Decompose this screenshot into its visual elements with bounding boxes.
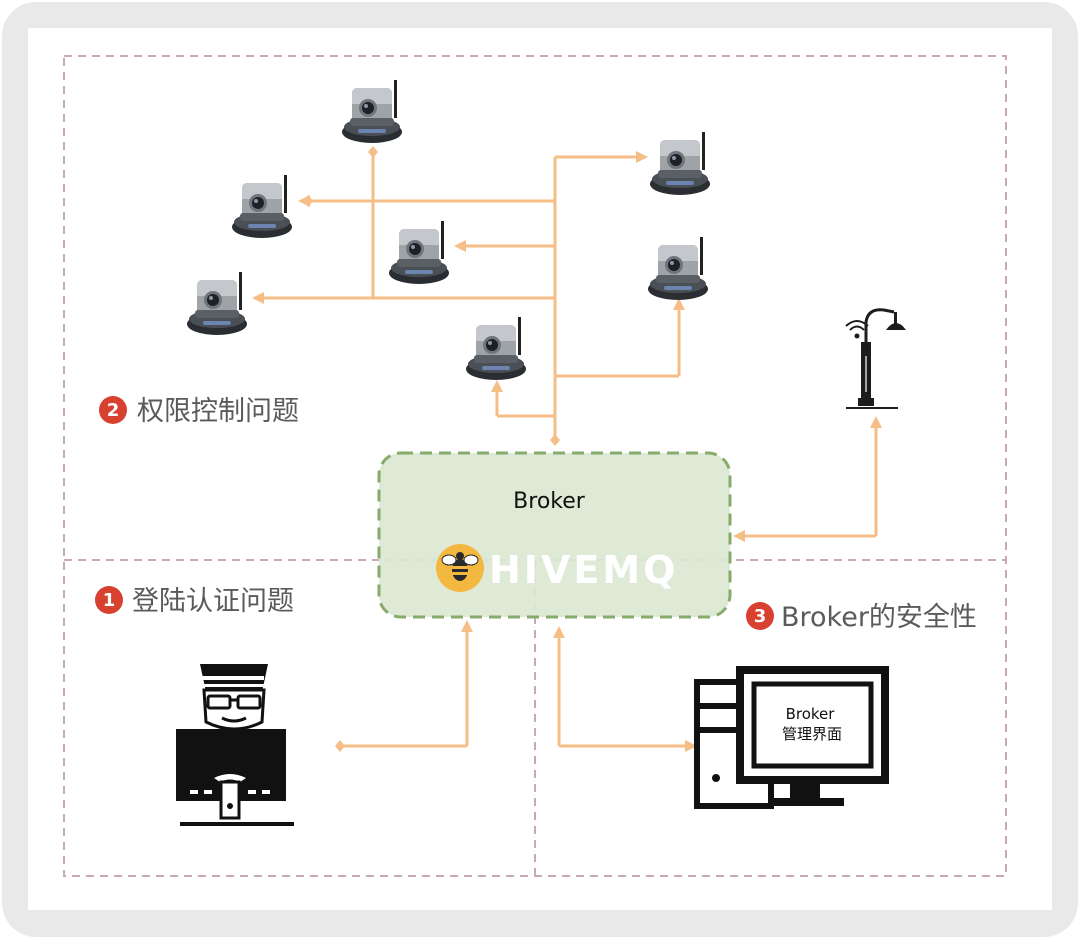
badge-number: 1 (103, 590, 116, 611)
bee-logo-icon (436, 544, 484, 592)
admin-screen-line2: 管理界面 (782, 725, 842, 743)
connector-arrowheads (252, 146, 882, 752)
broker-title: Broker (513, 489, 586, 514)
badge-2 (99, 396, 127, 424)
login-label: 登陆认证问题 (132, 586, 294, 617)
street-lamp-icon (845, 308, 906, 409)
permission-label: 权限控制问题 (137, 396, 299, 427)
badge-number: 3 (754, 606, 767, 627)
hacker-icon (176, 664, 294, 826)
admin-screen-line1: Broker (786, 705, 836, 723)
section-borders (63, 55, 1007, 877)
badge-3 (746, 602, 774, 630)
connector-lines (262, 152, 878, 748)
badge-1 (95, 586, 123, 614)
desktop-computer-icon: Broker 管理界面 (694, 666, 889, 809)
section-security-label: 3 Broker的安全性 (746, 602, 977, 633)
hivemq-logo-text: HIVEMQ (489, 548, 678, 592)
section-login-label: 1 登陆认证问题 (95, 586, 294, 617)
broker-box: Broker HIVEMQ (377, 451, 732, 619)
section-permission-label: 2 权限控制问题 (99, 396, 299, 427)
badge-number: 2 (107, 400, 120, 421)
security-label: Broker的安全性 (781, 602, 977, 633)
